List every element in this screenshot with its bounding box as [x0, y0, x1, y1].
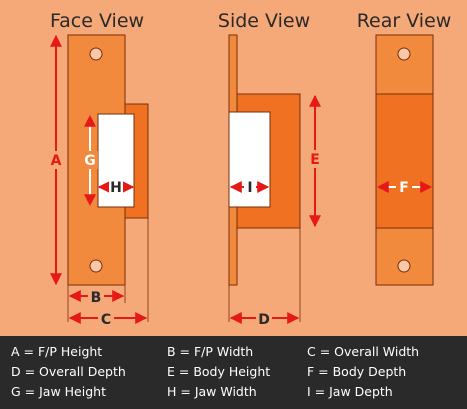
face-top-screw-hole — [89, 47, 103, 61]
dimension-h-label-bg — [109, 179, 123, 195]
dimension-i-label-bg — [244, 179, 256, 195]
face-view: A G H B C — [49, 34, 149, 328]
rear-view-title: Rear View — [357, 10, 452, 32]
side-view-title: Side View — [218, 10, 310, 32]
dimension-legend: A = F/P Height B = F/P Width C = Overall… — [0, 336, 467, 409]
side-view: I E D — [228, 34, 323, 328]
legend-d: D = Overall Depth — [11, 364, 126, 379]
dimension-d-label-bg — [256, 310, 272, 327]
legend-a: A = F/P Height — [11, 344, 103, 359]
rear-view: F — [375, 34, 434, 286]
dimension-b-label-bg — [88, 288, 104, 305]
legend-h: H = Jaw Width — [167, 384, 257, 399]
dimension-e-label: E — [310, 152, 320, 168]
face-bottom-screw-hole — [89, 259, 103, 273]
dimension-f-label-bg — [396, 179, 412, 196]
dimension-g-label-bg — [82, 151, 98, 169]
face-view-title: Face View — [50, 10, 144, 32]
legend-g: G = Jaw Height — [11, 384, 106, 399]
dimension-g-label: G — [84, 153, 96, 169]
dimension-e-label-bg — [308, 150, 323, 168]
rear-body — [375, 93, 434, 229]
rear-bottom-screw-hole — [397, 259, 411, 273]
dimension-c-label-bg — [98, 310, 114, 327]
strike-diagram: Face View Side View Rear View A G H B C — [49, 10, 452, 328]
legend-c: C = Overall Width — [307, 344, 420, 359]
rear-top-screw-hole — [397, 47, 411, 61]
legend-b: B = F/P Width — [167, 344, 254, 359]
dimension-c-label: C — [101, 312, 111, 328]
legend-e: E = Body Height — [167, 364, 271, 379]
dimension-d-label: D — [258, 312, 270, 328]
dimension-a-label: A — [51, 153, 62, 169]
dimension-b-label: B — [91, 290, 102, 306]
dimension-f-label: F — [399, 180, 409, 196]
dimension-h-label: H — [110, 180, 122, 196]
legend-i: I = Jaw Depth — [307, 384, 393, 399]
dimension-i-label: I — [247, 180, 252, 196]
legend-f: F = Body Depth — [307, 364, 407, 379]
dimension-a-label-bg — [49, 151, 64, 169]
